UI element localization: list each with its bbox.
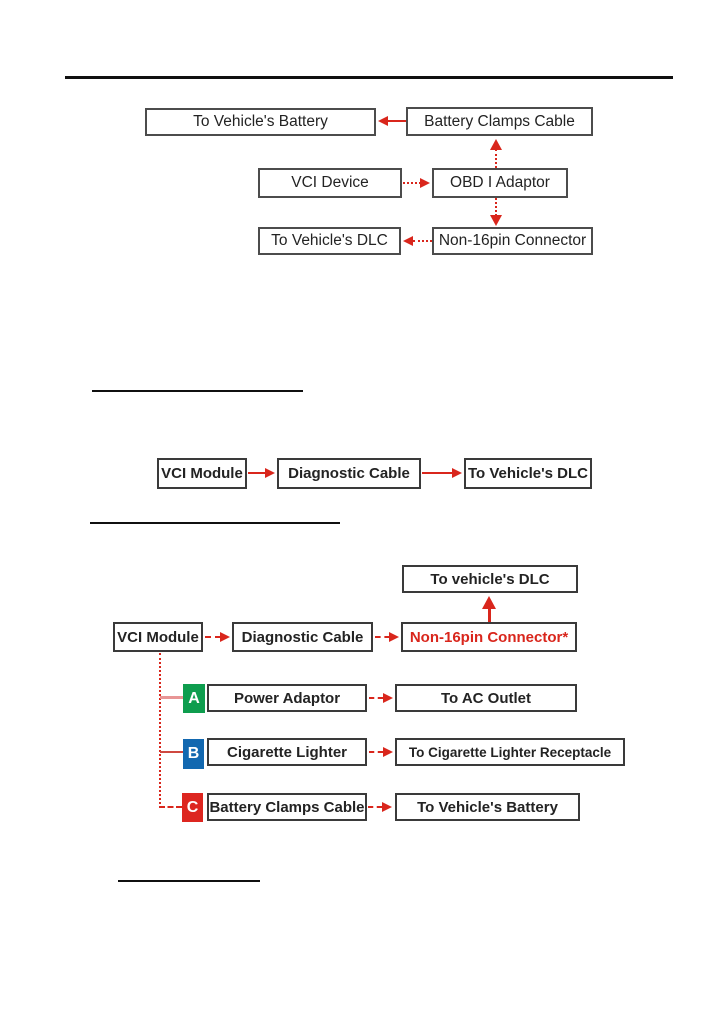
box-label: To Cigarette Lighter Receptacle [408, 744, 612, 760]
box-vci-module: VCI Module [157, 458, 247, 489]
arrowhead-right-icon [265, 468, 275, 478]
arrowhead-right-icon [452, 468, 462, 478]
option-b-badge: B [183, 739, 204, 769]
box-label: Non-16pin Connector* [409, 628, 569, 646]
box-diagnostic-cable: Diagnostic Cable [277, 458, 421, 489]
box-label: Cigarette Lighter [226, 743, 347, 761]
box-label: OBD I Adaptor [450, 174, 550, 191]
arrow-line [205, 636, 221, 638]
box-label: Power Adaptor [233, 689, 341, 707]
arrowhead-right-icon [382, 802, 392, 812]
box-to-ac-outlet: To AC Outlet [395, 684, 577, 712]
box-label: Battery Clamps Cable [209, 798, 365, 816]
option-a-badge: A [183, 684, 205, 713]
option-b-letter: B [187, 745, 200, 762]
arrow-line [488, 607, 491, 622]
box-obd-i-adaptor: OBD I Adaptor [432, 168, 568, 198]
arrow-line [413, 240, 432, 242]
arrowhead-right-icon [383, 693, 393, 703]
branch-connector-c [159, 806, 182, 808]
box-to-vehicles-dlc: To vehicle's DLC [402, 565, 578, 593]
section-underline-1 [92, 390, 303, 392]
arrow-line [495, 198, 497, 216]
branch-connector-a [160, 696, 183, 699]
arrow-line [375, 636, 390, 638]
box-label: VCI Module [161, 465, 243, 482]
box-non-16pin-connector: Non-16pin Connector [432, 227, 593, 255]
box-vci-device: VCI Device [258, 168, 402, 198]
box-label: To Vehicle's Battery [193, 113, 328, 130]
section-underline-3 [118, 880, 260, 882]
arrowhead-right-icon [383, 747, 393, 757]
arrow-line [403, 182, 421, 184]
box-power-adaptor: Power Adaptor [207, 684, 367, 712]
arrow-line [387, 120, 406, 122]
box-label: To Vehicle's DLC [271, 232, 388, 249]
branch-connector-b [160, 751, 183, 753]
box-label: VCI Module [117, 628, 199, 646]
box-battery-clamps-cable: Battery Clamps Cable [406, 107, 593, 136]
arrow-line [422, 472, 453, 474]
box-vci-module: VCI Module [113, 622, 203, 652]
arrow-line [369, 751, 383, 753]
section-underline-2 [90, 522, 340, 524]
box-to-vehicles-battery: To Vehicle's Battery [145, 108, 376, 136]
box-to-vehicles-dlc: To Vehicle's DLC [258, 227, 401, 255]
box-label: To Vehicle's Battery [417, 798, 558, 816]
arrow-line [248, 472, 266, 474]
box-to-cigarette-lighter-receptacle: To Cigarette Lighter Receptacle [395, 738, 625, 766]
box-label: Diagnostic Cable [241, 628, 364, 646]
arrowhead-right-icon [220, 632, 230, 642]
box-label: To Vehicle's DLC [468, 465, 588, 482]
arrowhead-left-icon [378, 116, 388, 126]
arrowhead-up-icon [482, 596, 496, 609]
arrowhead-right-icon [389, 632, 399, 642]
box-label: To vehicle's DLC [430, 570, 550, 588]
box-battery-clamps-cable: Battery Clamps Cable [207, 793, 367, 821]
power-branch-line [159, 653, 161, 808]
arrowhead-up-icon [490, 139, 502, 150]
box-cigarette-lighter: Cigarette Lighter [207, 738, 367, 766]
option-c-letter: C [186, 798, 199, 816]
option-c-badge: C [182, 793, 203, 822]
option-a-letter: A [188, 689, 200, 707]
box-to-vehicles-dlc: To Vehicle's DLC [464, 458, 592, 489]
box-label: Diagnostic Cable [288, 465, 410, 482]
top-rule [65, 76, 673, 79]
box-label: VCI Device [291, 174, 369, 191]
box-label: Non-16pin Connector [438, 232, 587, 249]
box-to-vehicles-battery: To Vehicle's Battery [395, 793, 580, 821]
box-diagnostic-cable: Diagnostic Cable [232, 622, 373, 652]
box-label: Battery Clamps Cable [424, 112, 575, 130]
arrowhead-right-icon [420, 178, 430, 188]
arrow-line [369, 697, 383, 699]
arrow-line [495, 149, 497, 168]
box-non-16pin-connector: Non-16pin Connector* [401, 622, 577, 652]
arrowhead-left-icon [403, 236, 413, 246]
arrow-line [368, 806, 382, 808]
arrowhead-down-icon [490, 215, 502, 226]
box-label: To AC Outlet [441, 689, 531, 707]
